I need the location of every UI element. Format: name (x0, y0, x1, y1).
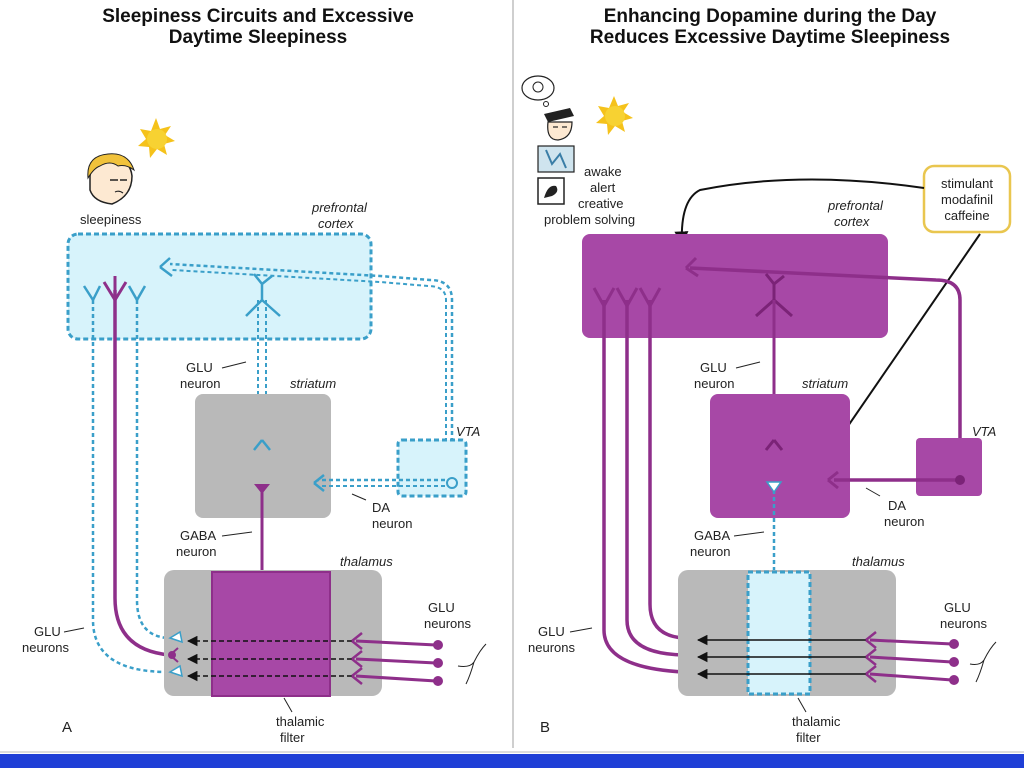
glu-right-label-a1: GLU (428, 600, 455, 615)
cortex-label-b: cortex (834, 214, 870, 229)
glu-input-neurons-b (865, 631, 997, 685)
glu-axon-cyan-a2 (135, 300, 169, 640)
sensory-inputs-b (696, 634, 866, 680)
da-projection-cortex-a (169, 262, 454, 470)
filter-label-b1: thalamic (792, 714, 841, 729)
panel-a-letter: A (62, 719, 72, 736)
glu-left-label-a1: GLU (34, 624, 61, 639)
gaba-label-a1: GABA (180, 528, 216, 543)
drug-label-1: stimulant (941, 176, 993, 191)
glu-right-label-b1: GLU (944, 600, 971, 615)
bottom-bar (0, 754, 1024, 768)
awake-icon (537, 145, 575, 173)
thalamic-filter-b (746, 570, 812, 696)
sleepiness-label: sleepiness (80, 212, 142, 227)
thinking-person-icon (521, 75, 574, 141)
cortical-neuron-cyan (245, 273, 281, 440)
glu-neuron-label-b2: neuron (694, 376, 734, 391)
da-label-b2: neuron (884, 514, 924, 529)
filter-label-b2: filter (796, 730, 821, 745)
prefrontal-label-b: prefrontal (827, 198, 884, 213)
gaba-label-b2: neuron (690, 544, 730, 559)
vta-label-a: VTA (456, 424, 480, 439)
awake-label: awake (584, 164, 622, 179)
problem-label: problem solving (544, 212, 635, 227)
vta-label-b: VTA (972, 424, 996, 439)
gaba-label-a2: neuron (176, 544, 216, 559)
drug-label-3: caffeine (944, 208, 989, 223)
vta-box-b (916, 438, 982, 496)
prefrontal-label: prefrontal (311, 200, 368, 215)
problem-solving-icon (537, 177, 565, 205)
da-projection-cortex-b (689, 266, 962, 478)
gaba-label-b1: GABA (694, 528, 730, 543)
panel-a: Sleepiness Circuits and Excessive Daytim… (22, 6, 487, 745)
da-label-a2: neuron (372, 516, 412, 531)
filter-label-a2: filter (280, 730, 305, 745)
glu-neuron-label-a2: neuron (180, 376, 220, 391)
glu-left-label-a2: neurons (22, 640, 69, 655)
panel-a-title-line1: Sleepiness Circuits and Excessive (102, 6, 414, 27)
glu-neuron-label-a1: GLU (186, 360, 213, 375)
thalamus-label-a: thalamus (340, 554, 393, 569)
glu-axon-purple-a (113, 290, 171, 657)
da-label-a1: DA (372, 500, 390, 515)
cortex-label: cortex (318, 216, 354, 231)
glu-input-neurons-a (351, 632, 487, 686)
striatum-label-a: striatum (290, 376, 336, 391)
glu-right-label-b2: neurons (940, 616, 987, 631)
striatum-label-b: striatum (802, 376, 848, 391)
sensory-inputs-a (186, 635, 352, 682)
striatum-box-a (195, 394, 331, 518)
thalamic-filter-a (211, 571, 331, 697)
da-label-b1: DA (888, 498, 906, 513)
sun-icon (596, 96, 633, 135)
thalamus-label-b: thalamus (852, 554, 905, 569)
filter-label-a1: thalamic (276, 714, 325, 729)
glu-axon-cyan-a1 (91, 300, 169, 674)
panel-b-title-line2: Reduces Excessive Daytime Sleepiness (590, 27, 950, 48)
panel-a-title-line2: Daytime Sleepiness (169, 27, 347, 48)
alert-label: alert (590, 180, 616, 195)
glu-right-label-a2: neurons (424, 616, 471, 631)
glu-neuron-label-b1: GLU (700, 360, 727, 375)
panel-b: Enhancing Dopamine during the Day Reduce… (521, 6, 1012, 745)
panel-b-title-line1: Enhancing Dopamine during the Day (604, 6, 937, 27)
prefrontal-cortex-box (66, 232, 373, 341)
drug-label-2: modafinil (941, 192, 993, 207)
prefrontal-cortex-box-b (582, 234, 888, 338)
drug-arrow-striatum (825, 233, 981, 460)
panel-b-letter: B (540, 719, 550, 736)
sun-icon (138, 118, 175, 158)
striatum-box-b (710, 394, 850, 518)
glu-left-label-b1: GLU (538, 624, 565, 639)
drug-arrow-cortex (674, 178, 925, 246)
drug-box (922, 164, 1012, 234)
sleepy-face-icon (87, 153, 135, 205)
glu-left-label-b2: neurons (528, 640, 575, 655)
creative-label: creative (578, 196, 624, 211)
